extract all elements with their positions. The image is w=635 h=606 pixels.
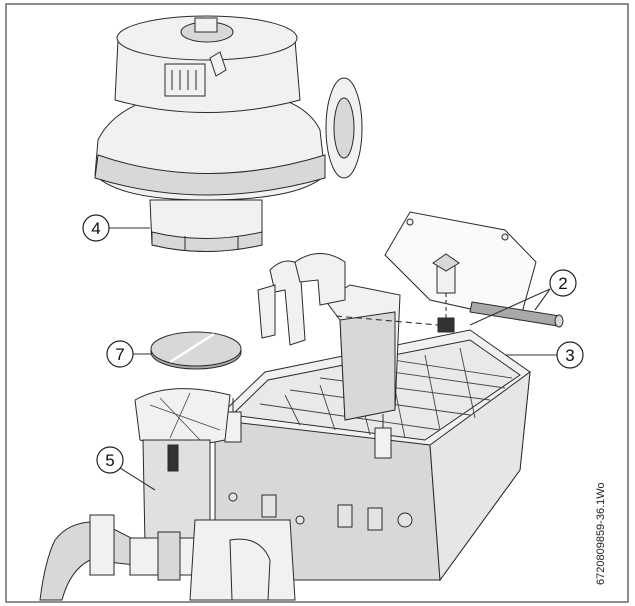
callout-4-label: 4 [91, 219, 100, 238]
fan-unit [94, 15, 363, 252]
callout-5: 5 [96, 446, 156, 491]
callout-7-label: 7 [115, 345, 124, 364]
callout-4: 4 [82, 214, 150, 242]
heat-exchanger [214, 211, 537, 582]
siphon [134, 388, 231, 553]
callout-7: 7 [106, 340, 152, 368]
gasket-disc [150, 331, 242, 370]
callout-2-label: 2 [558, 274, 567, 293]
callout-3: 3 [505, 341, 584, 369]
callout-2: 2 [469, 269, 577, 326]
electrode-pin [335, 253, 564, 333]
figure-frame [5, 3, 629, 603]
callout-5-label: 5 [105, 451, 114, 470]
callout-3-label: 3 [565, 346, 574, 365]
figure-id: 6720809859-36.1Wo [595, 482, 607, 585]
pipes [39, 514, 296, 601]
